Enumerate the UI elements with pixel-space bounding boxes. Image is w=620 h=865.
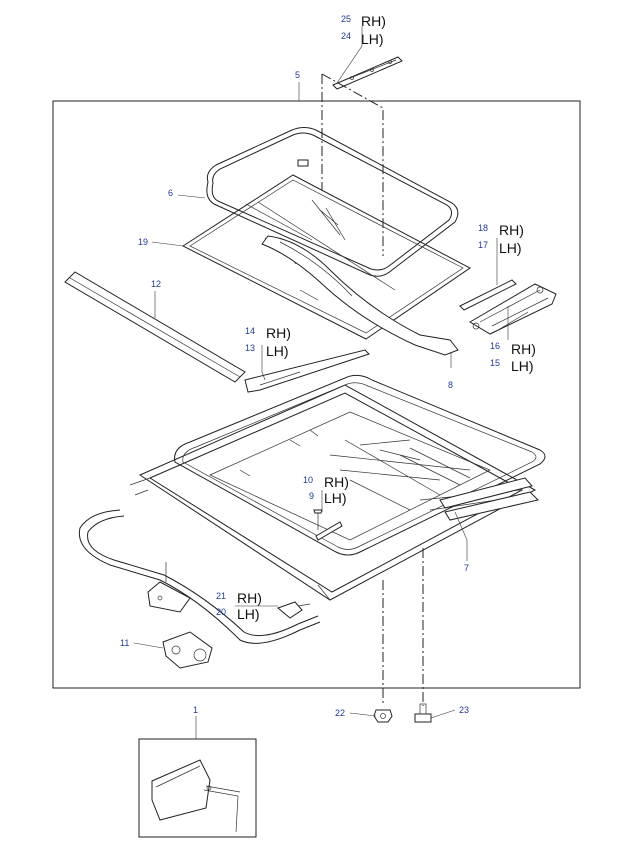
callout-10-side: RH) — [324, 474, 349, 490]
callout-13-number: 13 — [245, 343, 255, 353]
part-1-box — [138, 738, 257, 838]
callout-8-number: 8 — [448, 380, 453, 390]
part-12-sunshade — [64, 271, 246, 383]
part-11-motor — [162, 631, 213, 669]
part-23-bolt — [414, 703, 432, 723]
callout-14-number: 14 — [245, 326, 255, 336]
part-15-16-mechanism — [469, 283, 557, 335]
callout-5-number: 5 — [295, 70, 300, 80]
callout-15-number: 15 — [490, 358, 500, 368]
part-22-nut — [373, 709, 393, 723]
part-1-manual-and-wrench — [151, 759, 241, 833]
callout-13-side: LH) — [266, 343, 289, 359]
callout-17-number: 17 — [478, 240, 488, 250]
callout-12-number: 12 — [151, 279, 161, 289]
part-24-25-rail — [332, 56, 403, 90]
callout-19-number: 19 — [138, 237, 148, 247]
callout-18-number: 18 — [478, 223, 488, 233]
callout-16-side: RH) — [511, 341, 536, 357]
callout-21-number: 21 — [216, 591, 226, 601]
drive-cable — [78, 509, 321, 644]
callout-21-side: RH) — [237, 590, 262, 606]
callout-20-side: LH) — [237, 606, 260, 622]
part-9-10-screw — [313, 509, 343, 541]
callout-11-number: 11 — [120, 638, 129, 648]
part-13-14-side-rail — [244, 349, 370, 393]
callout-20-number: 20 — [216, 607, 226, 617]
callout-9-side: LH) — [324, 490, 347, 506]
callout-9-number: 9 — [309, 491, 314, 501]
callout-14-side: RH) — [266, 325, 291, 341]
part-17-18-guide — [459, 279, 517, 311]
callout-10-number: 10 — [303, 475, 313, 485]
callout-25-side: RH) — [361, 13, 386, 29]
callout-24-side: LH) — [361, 31, 384, 47]
callout-7-number: 7 — [464, 563, 469, 573]
part-20-21-bracket — [277, 601, 311, 619]
leader-lines — [133, 26, 509, 739]
callout-25-number: 25 — [341, 14, 351, 24]
callout-15-side: LH) — [511, 358, 534, 374]
callout-24-number: 24 — [341, 31, 351, 41]
callout-1-number: 1 — [193, 705, 198, 715]
callout-16-number: 16 — [490, 341, 500, 351]
part-8-deflector — [261, 235, 459, 356]
callout-18-side: RH) — [499, 222, 524, 238]
callout-23-number: 23 — [459, 705, 469, 715]
part-6-glass-panel — [206, 127, 459, 277]
assembly-frame-box — [52, 100, 581, 689]
motor-bracket — [147, 562, 191, 613]
callout-6-number: 6 — [168, 188, 173, 198]
callout-22-number: 22 — [335, 708, 345, 718]
part-7-main-frame — [129, 374, 546, 601]
callout-17-side: LH) — [499, 240, 522, 256]
